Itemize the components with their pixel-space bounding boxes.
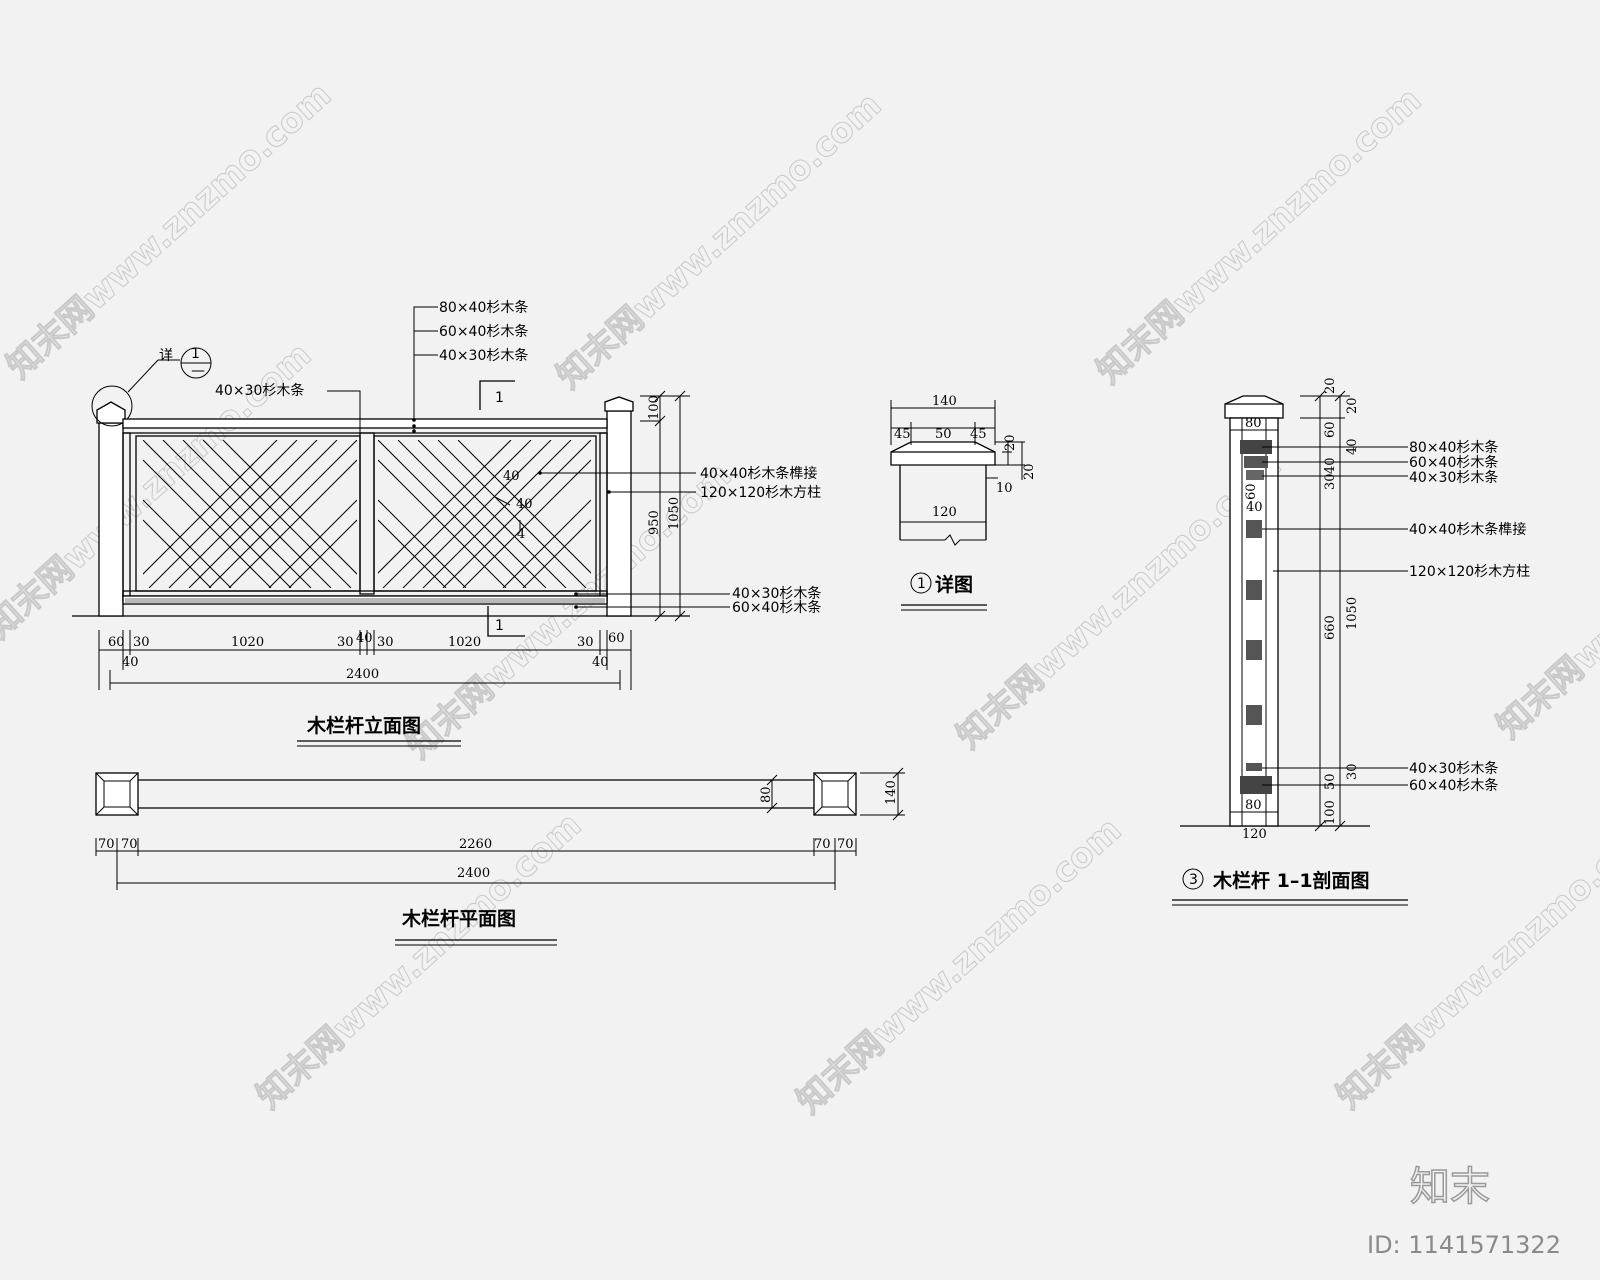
plan-dim-total: 2400 xyxy=(457,866,490,881)
section-dim-30: 30 xyxy=(1323,473,1338,490)
brand-logo: 知末 xyxy=(1410,1164,1490,1210)
plan-labels: 70 70 2260 70 70 2400 80 140 木栏杆平面图 xyxy=(98,780,899,930)
dim-row2-left: 40 xyxy=(122,655,139,670)
label-40x30-left: 40×30杉木条 xyxy=(215,382,304,399)
dim-100: 100 xyxy=(647,395,662,420)
detail-dim-h20a: 20 xyxy=(1003,434,1018,451)
label-40x30-bottom: 40×30杉木条 xyxy=(732,585,821,602)
brand-id: ID: 1141571322 xyxy=(1367,1231,1561,1259)
section-drawing xyxy=(1172,390,1408,906)
watermark: 知末网www.znzmo.com xyxy=(1329,805,1600,1117)
detail-callout-circle xyxy=(91,385,133,427)
watermark: 知末网www.znzmo.com xyxy=(1489,435,1600,747)
section-title: 木栏杆 1–1剖面图 xyxy=(1212,869,1370,892)
section-dim-60b: 60 xyxy=(1244,483,1259,500)
dim-row1: 1020 xyxy=(231,635,264,650)
detail-drawing xyxy=(890,400,1025,611)
dim-row1: 30 xyxy=(337,635,354,650)
section-dim-30b: 30 xyxy=(1345,763,1360,780)
section-label-60x40-b: 60×40杉木条 xyxy=(1409,777,1498,794)
watermark: 知末网www.znzmo.com xyxy=(249,805,589,1117)
plan-dim: 70 xyxy=(98,837,115,852)
plan-dim-140: 140 xyxy=(884,780,899,805)
watermark: 知末网www.znzmo.com xyxy=(399,455,739,767)
label-60x40-bottom: 60×40杉木条 xyxy=(732,599,821,616)
dim-row1: 30 xyxy=(577,635,594,650)
elevation-labels: 详 1 — 1 1 80×40杉木条 60×40杉木条 40×30杉木条 40×… xyxy=(108,299,821,737)
dim-row1: 1020 xyxy=(448,635,481,650)
plan-dim: 70 xyxy=(837,837,854,852)
section-label-40x30: 40×30杉木条 xyxy=(1409,469,1498,486)
section-label-40x30-b: 40×30杉木条 xyxy=(1409,760,1498,777)
label-post: 120×120杉木方柱 xyxy=(700,485,821,501)
detail-dim-top: 140 xyxy=(932,394,957,409)
dim-row1: 60 xyxy=(108,635,125,650)
detail-tag: 详 xyxy=(159,348,173,364)
section-dim-100: 100 xyxy=(1323,800,1338,825)
dim-1050: 1050 xyxy=(667,497,682,530)
watermark: 知末网www.znzmo.com xyxy=(789,810,1129,1122)
detail-dim-b: 50 xyxy=(935,427,952,442)
section-label-tenon: 40×40杉木条榫接 xyxy=(1409,521,1526,538)
plan-dim-80: 80 xyxy=(759,786,774,803)
dim-row2-right: 40 xyxy=(592,655,609,670)
label-80x40: 80×40杉木条 xyxy=(439,299,528,316)
label-40x30: 40×30杉木条 xyxy=(439,347,528,364)
dim-inner-40a: 40 xyxy=(503,469,520,484)
detail-labels: 140 45 50 45 20 20 10 120 1 详图 xyxy=(894,394,1037,596)
section-label-60x40: 60×40杉木条 xyxy=(1409,454,1498,471)
detail-sub: — xyxy=(191,363,205,379)
section-dim-w80b: 80 xyxy=(1245,798,1262,813)
section-dim-1050: 1050 xyxy=(1345,597,1360,630)
detail-dim-a: 45 xyxy=(894,427,911,442)
detail-dim-c: 45 xyxy=(970,427,987,442)
elevation-drawing xyxy=(72,306,730,747)
section-dim-40b: 40 xyxy=(1323,457,1338,474)
dim-inner-4: 4 xyxy=(517,527,525,542)
dim-row1: 30 xyxy=(377,635,394,650)
detail-dim-w120: 120 xyxy=(932,505,957,520)
dim-row1: 40 xyxy=(356,631,373,646)
plan-drawing xyxy=(95,767,905,946)
section-labels: 80×40杉木条 60×40杉木条 40×30杉木条 40×40杉木条榫接 12… xyxy=(1189,377,1530,892)
plan-dim: 2260 xyxy=(459,837,492,852)
section-dim-w120: 120 xyxy=(1242,827,1267,842)
elevation-title: 木栏杆立面图 xyxy=(306,714,421,737)
section-dim-660: 660 xyxy=(1323,615,1338,640)
detail-dim-h10: 10 xyxy=(996,481,1013,496)
detail-title: 详图 xyxy=(935,573,973,596)
detail-dim-h20b: 20 xyxy=(1022,463,1037,480)
section-label-post: 120×120杉木方柱 xyxy=(1409,564,1530,580)
dim-row1: 30 xyxy=(133,635,150,650)
dim-row1: 60 xyxy=(608,631,625,646)
section-dim-20a: 20 xyxy=(1323,377,1338,394)
label-60x40: 60×40杉木条 xyxy=(439,323,528,340)
watermark: 知末网www.znzmo.com xyxy=(1089,80,1429,392)
label-tenon: 40×40杉木条榫接 xyxy=(700,465,817,482)
detail-num: 1 xyxy=(191,346,200,362)
dim-inner-40b: 40 xyxy=(516,497,533,512)
plan-dim: 70 xyxy=(121,837,138,852)
plan-title: 木栏杆平面图 xyxy=(401,907,516,930)
watermark: 知末网www.znzmo.com xyxy=(549,85,889,397)
detail-num: 1 xyxy=(917,576,926,592)
section-mark-bottom: 1 xyxy=(495,618,504,634)
section-dim-50: 50 xyxy=(1323,773,1338,790)
section-dim-w80: 80 xyxy=(1245,416,1262,431)
dim-950: 950 xyxy=(647,510,662,535)
section-dim-40c: 40 xyxy=(1246,500,1263,515)
section-dim-20b: 20 xyxy=(1345,397,1360,414)
section-mark-top: 1 xyxy=(495,390,504,406)
section-label-80x40: 80×40杉木条 xyxy=(1409,439,1498,456)
section-dim-60: 60 xyxy=(1323,421,1338,438)
plan-dim: 70 xyxy=(814,837,831,852)
dim-row2-total: 2400 xyxy=(346,667,379,682)
section-num: 3 xyxy=(1189,872,1198,888)
section-dim-40: 40 xyxy=(1345,438,1360,455)
